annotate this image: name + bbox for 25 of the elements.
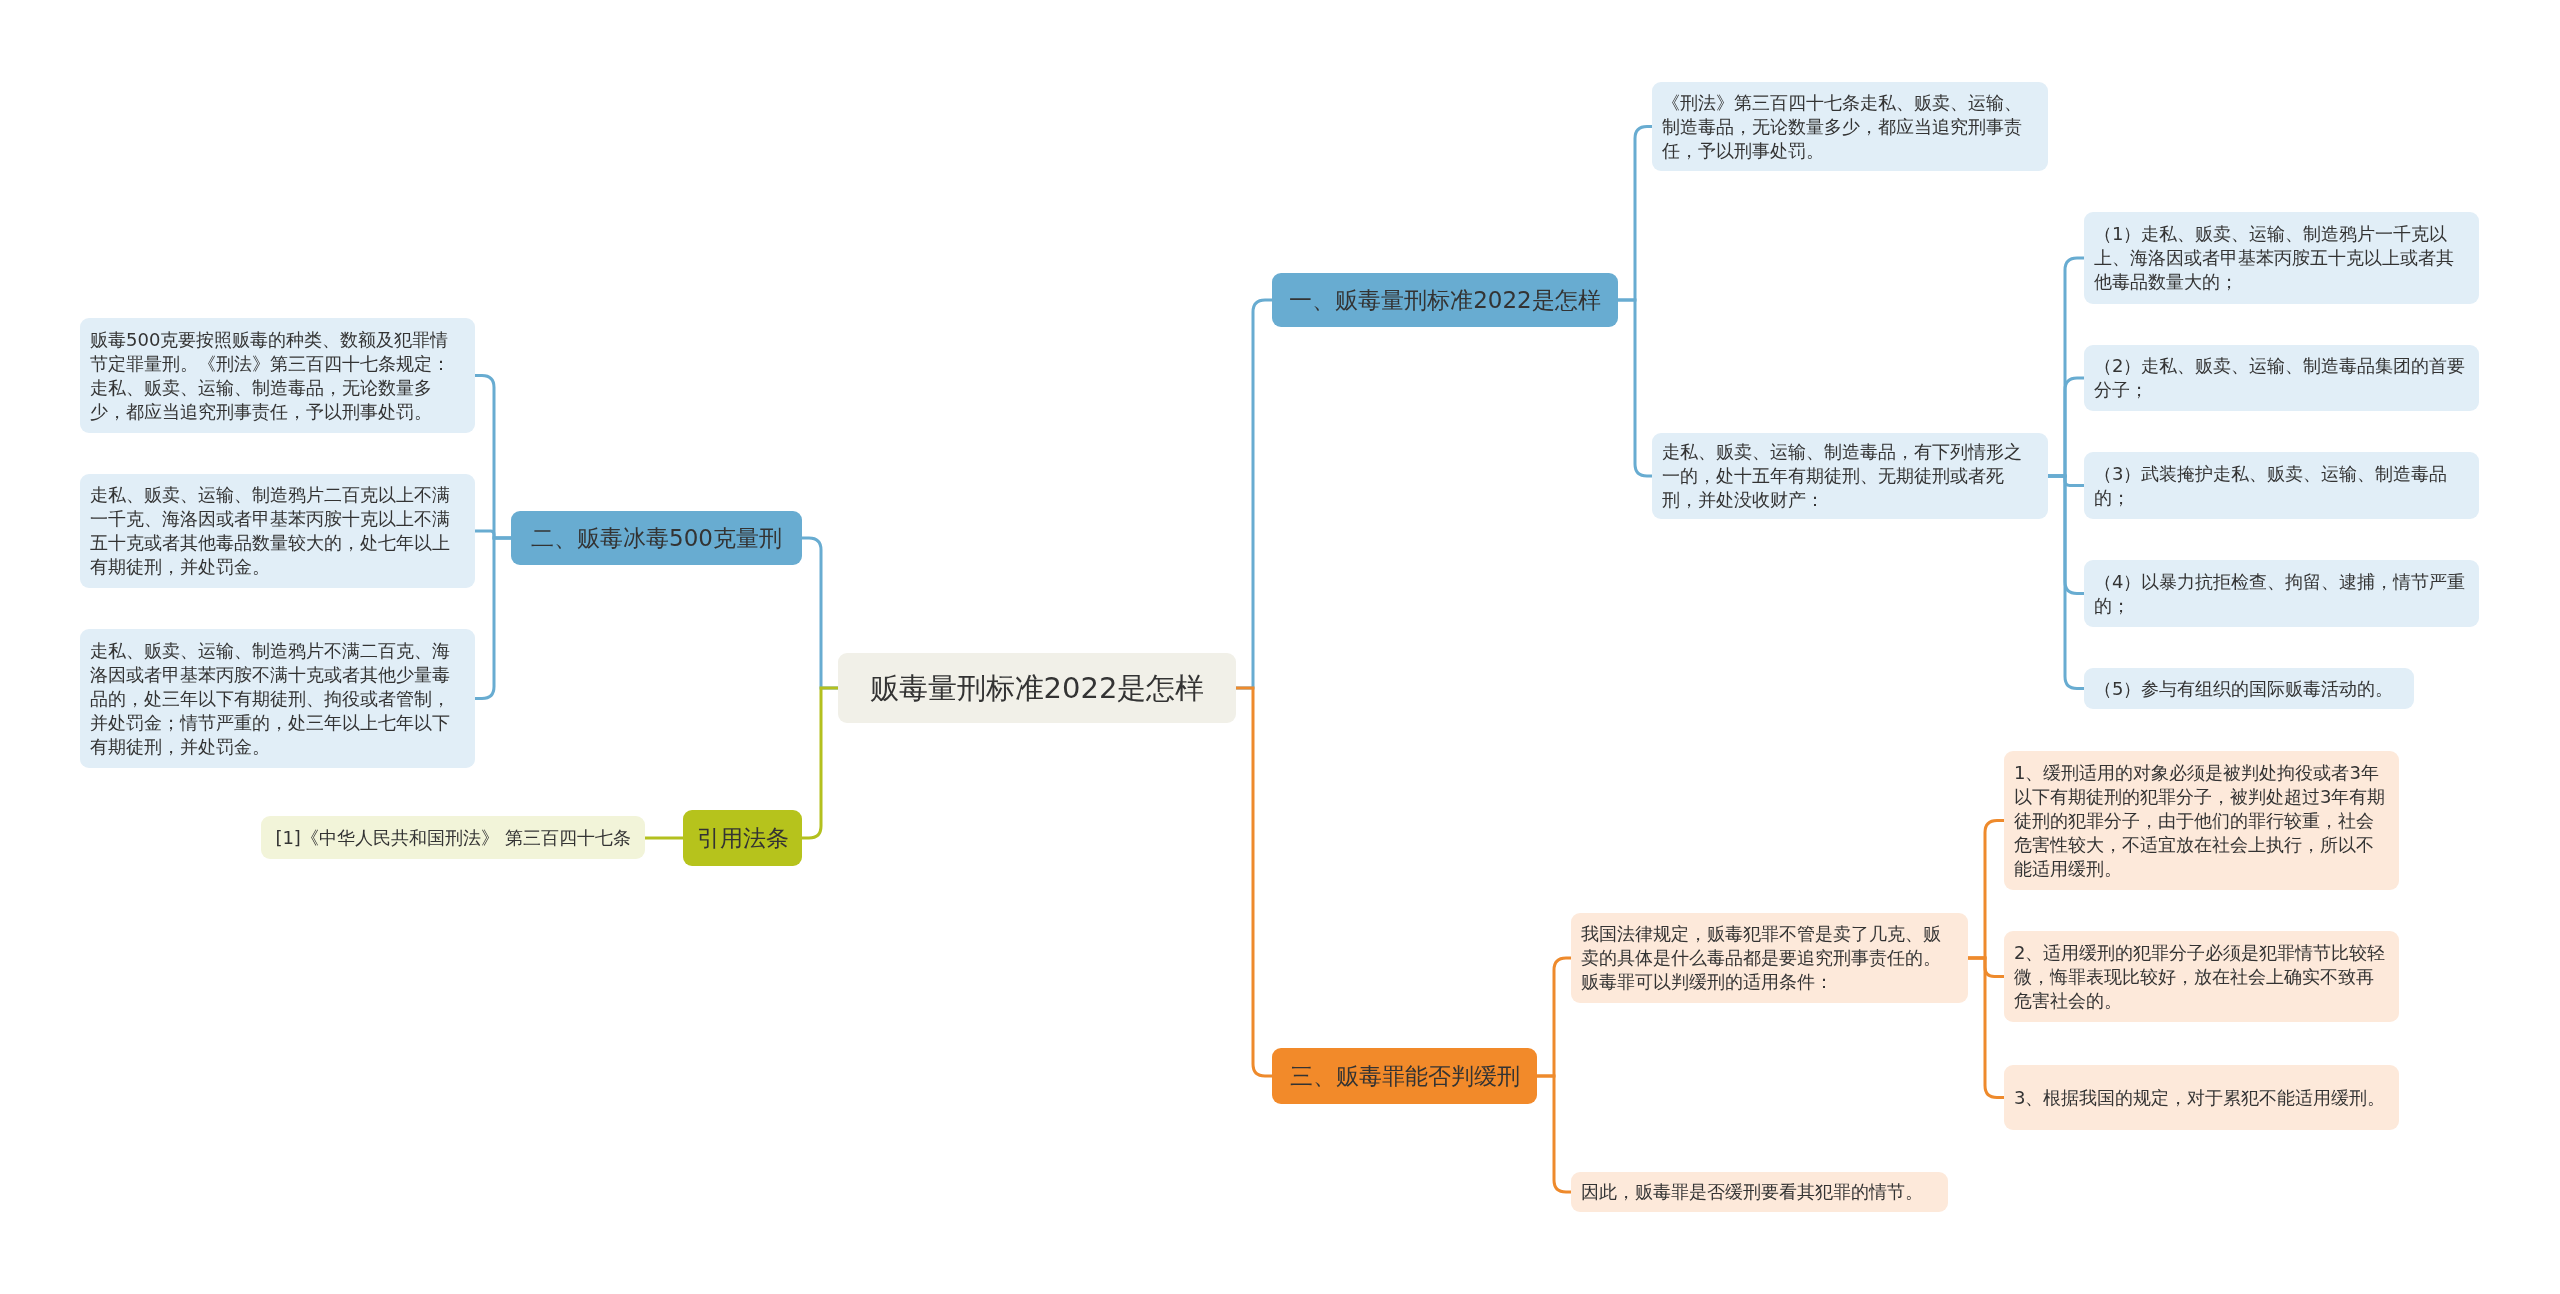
note-box: 走私、贩卖、运输、制造鸦片二百克以上不满一千克、海洛因或者甲基苯丙胺十克以上不满五十克或者其他毒品数量较大的，处七年以上有期徒刑，并处罚金。 xyxy=(80,474,475,588)
note-box: 1、缓刑适用的对象必须是被判处拘役或者3年以下有期徒刑的犯罪分子，被判处超过3年有期徒刑的犯罪分子，由于他们的罪行较重，社会危害性较大，不适宜放在社会上执行，所以不能适用缓刑。 xyxy=(2004,751,2399,890)
branch-topic: 一、贩毒量刑标准2022是怎样 xyxy=(1272,273,1618,327)
central-topic: 贩毒量刑标准2022是怎样 xyxy=(838,653,1236,723)
note-box: 走私、贩卖、运输、制造鸦片不满二百克、海洛因或者甲基苯丙胺不满十克或者其他少量毒品的，处三年以下有期徒刑、拘役或者管制，并处罚金；情节严重的，处三年以上七年以下有期徒刑，并处罚金。 xyxy=(80,629,475,768)
note-box: （5）参与有组织的国际贩毒活动的。 xyxy=(2084,668,2414,709)
branch-topic: 引用法条 xyxy=(683,810,802,866)
note-box: 贩毒500克要按照贩毒的种类、数额及犯罪情节定罪量刑。《刑法》第三百四十七条规定：走私、贩卖、运输、制造毒品，无论数量多少，都应当追究刑事责任，予以刑事处罚。 xyxy=(80,318,475,433)
note-box: （3）武装掩护走私、贩卖、运输、制造毒品的； xyxy=(2084,452,2479,519)
note-box: 因此，贩毒罪是否缓刑要看其犯罪的情节。 xyxy=(1571,1172,1948,1212)
connector-line xyxy=(475,536,511,700)
note-box: 2、适用缓刑的犯罪分子必须是犯罪情节比较轻微，悔罪表现比较好，放在社会上确实不致再危害社会的。 xyxy=(2004,931,2399,1022)
connector-line xyxy=(802,686,838,840)
branch-topic: 三、贩毒罪能否判缓刑 xyxy=(1272,1048,1537,1104)
note-box: （1）走私、贩卖、运输、制造鸦片一千克以上、海洛因或者甲基苯丙胺五十克以上或者其他毒品数量大的； xyxy=(2084,212,2479,304)
note-box: 走私、贩卖、运输、制造毒品，有下列情形之一的，处十五年有期徒刑、无期徒刑或者死刑，并处没收财产： xyxy=(1652,433,2048,519)
note-box: （4）以暴力抗拒检查、拘留、逮捕，情节严重的； xyxy=(2084,560,2479,627)
note-box: 《刑法》第三百四十七条走私、贩卖、运输、制造毒品，无论数量多少，都应当追究刑事责任，予以刑事处罚。 xyxy=(1652,82,2048,171)
connector-line xyxy=(645,836,683,840)
note-box: [1]《中华人民共和国刑法》 第三百四十七条 xyxy=(261,816,645,859)
note-box: （2）走私、贩卖、运输、制造毒品集团的首要分子； xyxy=(2084,345,2479,411)
connector-line xyxy=(1968,956,2004,1099)
note-box: 3、根据我国的规定，对于累犯不能适用缓刑。 xyxy=(2004,1065,2399,1130)
note-box: 我国法律规定，贩毒犯罪不管是卖了几克、贩卖的具体是什么毒品都是要追究刑事责任的。贩毒罪可以判缓刑的适用条件： xyxy=(1571,913,1968,1003)
branch-topic: 二、贩毒冰毒500克量刑 xyxy=(511,511,802,565)
